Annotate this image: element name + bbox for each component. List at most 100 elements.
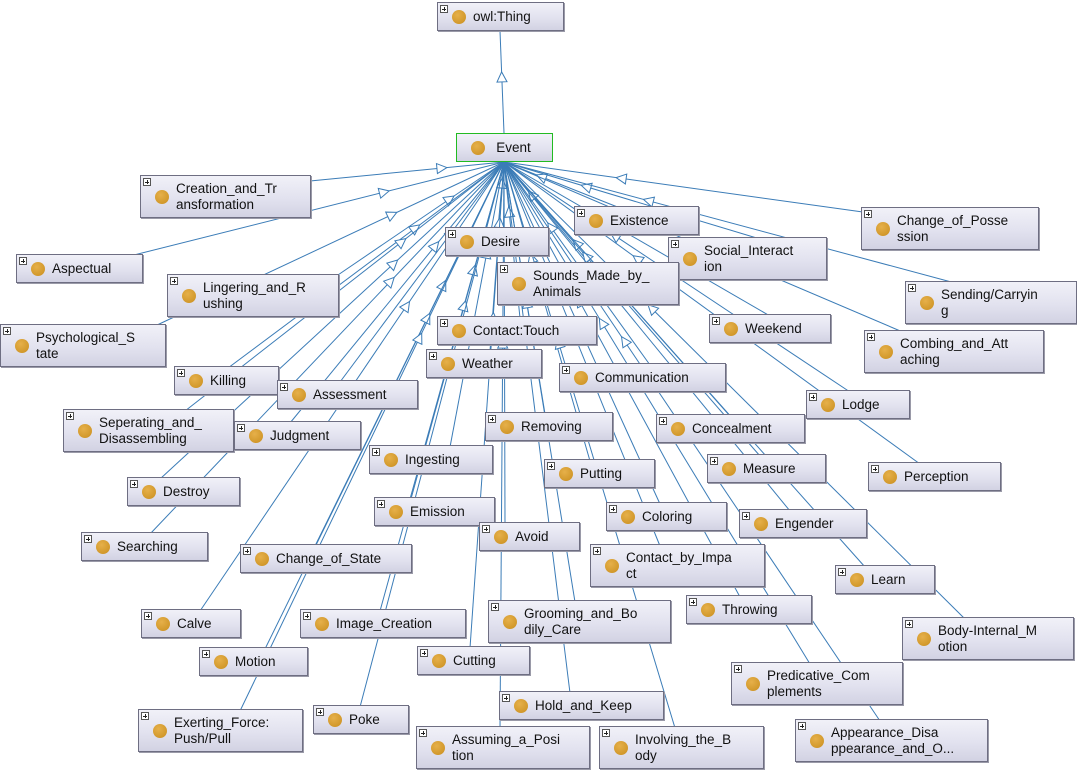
class-node-ingesting[interactable]: Ingesting [369, 445, 493, 474]
plus-expand-icon[interactable] [419, 729, 427, 737]
plus-expand-icon[interactable] [237, 424, 245, 432]
plus-expand-icon[interactable] [502, 694, 510, 702]
class-node-calve[interactable]: Calve [141, 609, 241, 638]
class-node-perception[interactable]: Perception [868, 462, 1001, 491]
class-node-creation[interactable]: Creation_and_Tr ansformation [140, 175, 311, 218]
plus-expand-icon[interactable] [372, 448, 380, 456]
class-node-assessment[interactable]: Assessment [277, 380, 418, 409]
class-node-desire[interactable]: Desire [445, 227, 549, 256]
class-node-searching[interactable]: Searching [81, 532, 208, 561]
class-node-poke[interactable]: Poke [313, 705, 409, 734]
class-node-motion[interactable]: Motion [199, 647, 308, 676]
plus-expand-icon[interactable] [377, 500, 385, 508]
plus-expand-icon[interactable] [547, 462, 555, 470]
class-node-lodge[interactable]: Lodge [806, 390, 910, 419]
class-node-exerting[interactable]: Exerting_Force: Push/Pull [138, 709, 303, 752]
class-node-removing[interactable]: Removing [485, 412, 613, 441]
class-node-existence[interactable]: Existence [574, 206, 699, 235]
plus-expand-icon[interactable] [562, 366, 570, 374]
plus-expand-icon[interactable] [440, 319, 448, 327]
class-node-emission[interactable]: Emission [374, 497, 495, 526]
class-node-change-state[interactable]: Change_of_State [240, 544, 412, 573]
class-node-killing[interactable]: Killing [174, 366, 279, 395]
class-node-communication[interactable]: Communication [559, 363, 726, 392]
class-node-measure[interactable]: Measure [707, 454, 826, 483]
class-node-appearance[interactable]: Appearance_Disa ppearance_and_O... [795, 719, 988, 762]
plus-expand-icon[interactable] [500, 265, 508, 273]
class-node-body-internal[interactable]: Body-Internal_M otion [902, 617, 1074, 660]
plus-expand-icon[interactable] [602, 729, 610, 737]
plus-expand-icon[interactable] [809, 393, 817, 401]
class-node-image-creation[interactable]: Image_Creation [300, 609, 466, 638]
plus-expand-icon[interactable] [316, 708, 324, 716]
plus-expand-icon[interactable] [429, 352, 437, 360]
plus-expand-icon[interactable] [488, 415, 496, 423]
class-node-weekend[interactable]: Weekend [709, 314, 831, 343]
plus-expand-icon[interactable] [742, 512, 750, 520]
class-node-sending[interactable]: Sending/Carryin g [905, 281, 1077, 324]
plus-expand-icon[interactable] [303, 612, 311, 620]
class-node-involving[interactable]: Involving_the_B ody [599, 726, 764, 769]
class-node-owl-thing[interactable]: owl:Thing [437, 2, 564, 31]
plus-expand-icon[interactable] [143, 178, 151, 186]
class-node-cutting[interactable]: Cutting [417, 646, 530, 675]
plus-expand-icon[interactable] [864, 210, 872, 218]
class-node-concealment[interactable]: Concealment [656, 414, 805, 443]
class-node-lingering[interactable]: Lingering_and_R ushing [167, 274, 339, 317]
plus-expand-icon[interactable] [609, 505, 617, 513]
class-node-event[interactable]: Event [456, 133, 553, 162]
class-node-predicative[interactable]: Predicative_Com plements [731, 662, 903, 705]
plus-expand-icon[interactable] [66, 412, 74, 420]
plus-expand-icon[interactable] [734, 665, 742, 673]
plus-expand-icon[interactable] [177, 369, 185, 377]
class-node-weather[interactable]: Weather [426, 349, 542, 378]
class-node-seperating[interactable]: Seperating_and_ Disassembling [63, 409, 234, 452]
class-node-sounds[interactable]: Sounds_Made_by_ Animals [497, 262, 679, 305]
plus-expand-icon[interactable] [280, 383, 288, 391]
plus-expand-icon[interactable] [84, 535, 92, 543]
plus-expand-icon[interactable] [908, 284, 916, 292]
class-node-contact-touch[interactable]: Contact:Touch [437, 316, 597, 345]
plus-expand-icon[interactable] [19, 257, 27, 265]
class-node-destroy[interactable]: Destroy [127, 477, 240, 506]
class-node-social[interactable]: Social_Interact ion [668, 237, 827, 280]
plus-expand-icon[interactable] [448, 230, 456, 238]
plus-expand-icon[interactable] [440, 5, 448, 13]
plus-expand-icon[interactable] [144, 612, 152, 620]
class-node-contact-impact[interactable]: Contact_by_Impa ct [590, 544, 765, 587]
class-node-psych[interactable]: Psychological_S tate [0, 324, 166, 367]
plus-expand-icon[interactable] [867, 333, 875, 341]
plus-expand-icon[interactable] [689, 598, 697, 606]
class-node-putting[interactable]: Putting [544, 459, 655, 488]
class-node-avoid[interactable]: Avoid [479, 522, 580, 551]
plus-expand-icon[interactable] [243, 547, 251, 555]
plus-expand-icon[interactable] [141, 712, 149, 720]
class-node-combing[interactable]: Combing_and_Att aching [864, 330, 1044, 373]
class-node-change-possession[interactable]: Change_of_Posse ssion [861, 207, 1039, 250]
plus-expand-icon[interactable] [491, 603, 499, 611]
class-node-learn[interactable]: Learn [835, 565, 935, 594]
class-node-assuming[interactable]: Assuming_a_Posi tion [416, 726, 590, 769]
class-node-judgment[interactable]: Judgment [234, 421, 361, 450]
plus-expand-icon[interactable] [130, 480, 138, 488]
plus-expand-icon[interactable] [170, 277, 178, 285]
plus-expand-icon[interactable] [798, 722, 806, 730]
plus-expand-icon[interactable] [577, 209, 585, 217]
plus-expand-icon[interactable] [593, 547, 601, 555]
plus-expand-icon[interactable] [905, 620, 913, 628]
class-node-aspectual[interactable]: Aspectual [16, 254, 143, 283]
plus-expand-icon[interactable] [671, 240, 679, 248]
plus-expand-icon[interactable] [659, 417, 667, 425]
plus-expand-icon[interactable] [871, 465, 879, 473]
plus-expand-icon[interactable] [420, 649, 428, 657]
class-node-coloring[interactable]: Coloring [606, 502, 727, 531]
class-node-grooming[interactable]: Grooming_and_Bo dily_Care [488, 600, 671, 643]
class-node-engender[interactable]: Engender [739, 509, 867, 538]
class-node-throwing[interactable]: Throwing [686, 595, 812, 624]
plus-expand-icon[interactable] [482, 525, 490, 533]
plus-expand-icon[interactable] [838, 568, 846, 576]
plus-expand-icon[interactable] [710, 457, 718, 465]
plus-expand-icon[interactable] [712, 317, 720, 325]
plus-expand-icon[interactable] [3, 327, 11, 335]
